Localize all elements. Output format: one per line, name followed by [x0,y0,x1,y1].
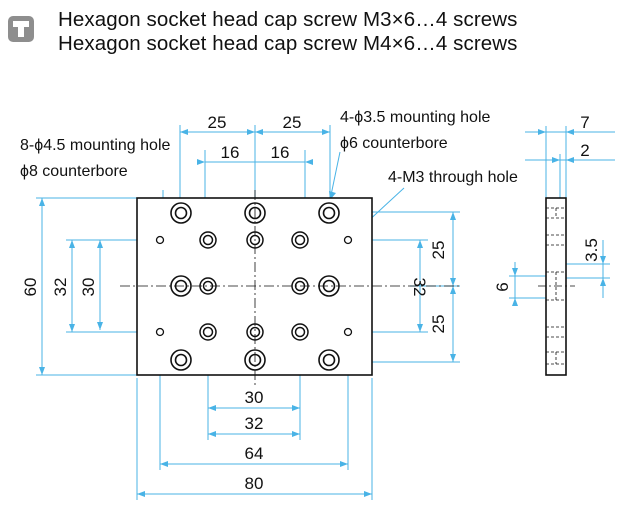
dim-32-right: 32 [410,278,429,297]
plate-side-view [538,197,575,376]
note-mount45-a: 8-ϕ4.5 mounting hole [20,137,170,154]
dim-6: 6 [493,282,512,291]
dim-60: 60 [21,278,40,297]
dim-32-left: 32 [51,278,70,297]
dim-16-left: 16 [221,143,240,162]
screw-icon [8,16,34,42]
note-mount45-b: ϕ8 counterbore [20,163,128,180]
screw-spec-m3: Hexagon socket head cap screw M3×6…4 scr… [58,8,518,31]
dim-25-right: 25 [283,113,302,132]
dim-7: 7 [580,113,589,132]
dim-25-upper: 25 [429,241,448,260]
dim-25-lower: 25 [429,315,448,334]
note-mount35-b: ϕ6 counterbore [340,135,448,152]
dim-16-right: 16 [271,143,290,162]
note-mount35-a: 4-ϕ3.5 mounting hole [340,109,490,126]
dimension-labels: 25 25 16 16 60 32 30 32 25 25 30 32 64 8… [20,109,601,493]
dim-3-5: 3.5 [582,238,601,262]
m3-through-holes [155,235,353,337]
header: Hexagon socket head cap screw M3×6…4 scr… [0,0,630,70]
dim-64-bottom: 64 [245,444,264,463]
counterbore-holes-phi8 [170,202,340,371]
dim-80-bottom: 80 [245,474,264,493]
dim-30-left: 30 [79,278,98,297]
dimension-arrows [39,129,606,497]
dim-32-bottom: 32 [245,414,264,433]
dim-30-bottom: 30 [245,388,264,407]
counterbore-holes-phi6 [199,231,309,341]
dim-25-left: 25 [208,113,227,132]
note-through: 4-M3 through hole [388,169,518,186]
screw-spec-m4: Hexagon socket head cap screw M4×6…4 scr… [58,32,518,55]
dim-2: 2 [580,141,589,160]
